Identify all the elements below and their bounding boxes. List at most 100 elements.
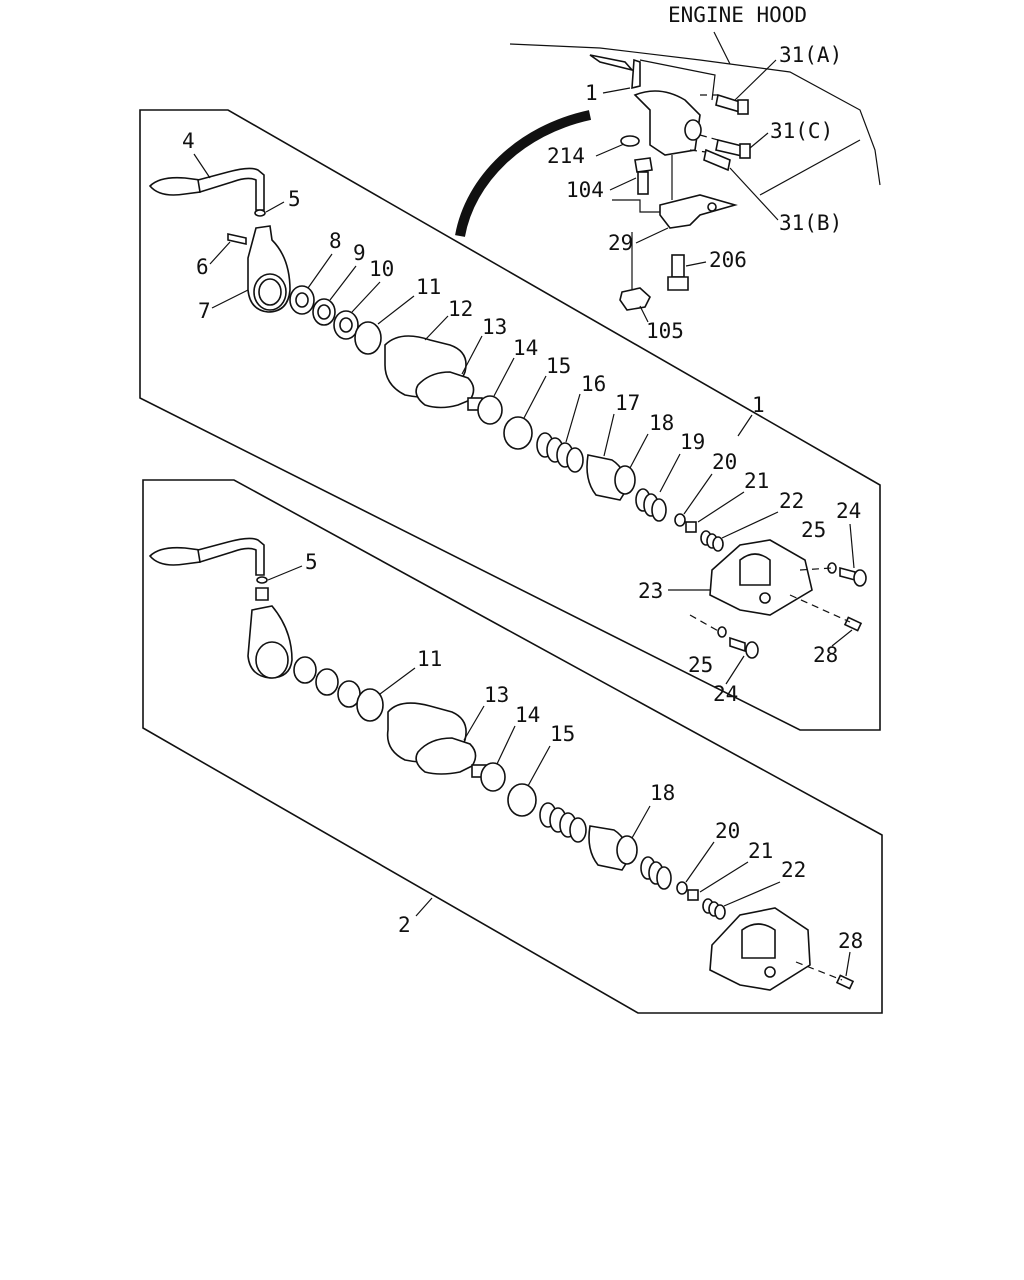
- bolt-206: [667, 254, 689, 291]
- callout-13-b: 13: [484, 683, 509, 707]
- assembly-1-section: 4 5 6 7 8 9 10 11 12 13 14 15 16 17 18 1…: [139, 109, 881, 731]
- bracket-29: [659, 194, 738, 229]
- cover-23: [709, 539, 813, 616]
- callout-1-top: 1: [585, 81, 598, 105]
- callout-18: 18: [649, 411, 674, 435]
- callout-17: 17: [615, 391, 640, 415]
- callout-10: 10: [369, 257, 394, 281]
- assembly-1-frame: [139, 109, 881, 731]
- screw-24-lower: [729, 636, 759, 659]
- cover-b: [709, 907, 811, 991]
- callout-5: 5: [288, 187, 301, 211]
- piston-14-b: [471, 762, 506, 792]
- valve-wire: [589, 54, 635, 72]
- o-ring-5: [254, 209, 266, 217]
- spring-b: [539, 802, 587, 843]
- assembly-2-section: 5 11 13 14 15 18 20 21 22 28 2: [142, 479, 883, 1014]
- spacer-21: [685, 521, 697, 533]
- engine-hood-label: ENGINE HOOD: [668, 3, 807, 27]
- lever-2: [148, 537, 265, 576]
- cylinder-b: [588, 825, 629, 871]
- o-ring-214: [620, 135, 640, 147]
- valve-port: [684, 119, 702, 141]
- callout-14: 14: [513, 336, 538, 360]
- callout-25-upper: 25: [801, 518, 826, 542]
- callout-31a: 31(A): [779, 43, 842, 67]
- fitting-31a: [715, 93, 749, 115]
- callout-214: 214: [547, 144, 585, 168]
- valve-housing: [633, 90, 701, 156]
- callout-4: 4: [182, 129, 195, 153]
- callout-25-lower: 25: [688, 653, 713, 677]
- assembly-2-dash-line: [795, 961, 843, 981]
- callout-28: 28: [813, 643, 838, 667]
- spring-16: [536, 432, 584, 473]
- bracket-hole: [707, 202, 717, 212]
- spring-19: [635, 488, 667, 522]
- cylinder-17: [586, 454, 627, 501]
- pin-28-b: [835, 974, 855, 990]
- callout-19: 19: [680, 430, 705, 454]
- callout-7: 7: [198, 299, 211, 323]
- engine-hood-leader: [713, 31, 731, 65]
- ring-18-b: [616, 835, 638, 865]
- bolt-104: [634, 157, 653, 195]
- callout-16: 16: [581, 372, 606, 396]
- o-ring-11: [354, 321, 382, 355]
- callout-5-b: 5: [305, 550, 318, 574]
- assembly-1-dash-lines: [689, 567, 851, 633]
- callout-15-b: 15: [550, 722, 575, 746]
- callout-6: 6: [196, 255, 209, 279]
- callout-9: 9: [353, 241, 366, 265]
- callout-23: 23: [638, 579, 663, 603]
- callout-104: 104: [566, 178, 604, 202]
- callout-11: 11: [416, 275, 441, 299]
- hood-lower-edge: [759, 139, 861, 196]
- callout-28-b: 28: [838, 929, 863, 953]
- washer-20: [674, 513, 686, 527]
- mounting-arc: [455, 110, 592, 237]
- spring-22: [700, 530, 724, 552]
- callout-assembly-2: 2: [398, 913, 411, 937]
- washer-9: [312, 298, 336, 326]
- callout-105: 105: [646, 319, 684, 343]
- piston-15-b: [507, 783, 537, 817]
- callout-206: 206: [709, 248, 747, 272]
- screw-24-upper: [839, 566, 867, 587]
- fitting-31b: [703, 148, 731, 172]
- callout-12: 12: [448, 297, 473, 321]
- callout-11-b: 11: [417, 647, 442, 671]
- washer-20-b: [676, 881, 688, 895]
- callout-24-upper: 24: [836, 499, 861, 523]
- bracket-guide-lines: [612, 155, 673, 292]
- washer-b-2: [315, 668, 339, 696]
- callout-13: 13: [482, 315, 507, 339]
- bracket-b: [247, 605, 293, 679]
- washer-b-1: [293, 656, 317, 684]
- callout-20-b: 20: [715, 819, 740, 843]
- o-ring-5-b: [256, 576, 268, 584]
- callout-15: 15: [546, 354, 571, 378]
- engine-hood-outline: [509, 43, 881, 186]
- nut-10: [333, 310, 359, 340]
- callout-22-b: 22: [781, 858, 806, 882]
- fitting-b: [255, 587, 269, 601]
- lever-4: [148, 167, 265, 211]
- pin-6: [227, 233, 247, 245]
- engine-hood-section: ENGINE HOOD: [455, 3, 881, 343]
- pin-28: [843, 616, 863, 632]
- fitting-dash-lines: [689, 94, 719, 153]
- callout-assembly-1: 1: [752, 393, 765, 417]
- callout-8: 8: [329, 229, 342, 253]
- bracket-7: [247, 225, 291, 313]
- callout-14-b: 14: [515, 703, 540, 727]
- callout-21-b: 21: [748, 839, 773, 863]
- spring-b-2: [640, 856, 672, 890]
- piston-15: [503, 416, 533, 450]
- assembly-2-frame: [142, 479, 883, 1014]
- spacer-21-b: [687, 889, 699, 901]
- valve-body: [589, 54, 702, 156]
- piston-14: [467, 395, 503, 425]
- callout-24-lower: 24: [713, 682, 738, 706]
